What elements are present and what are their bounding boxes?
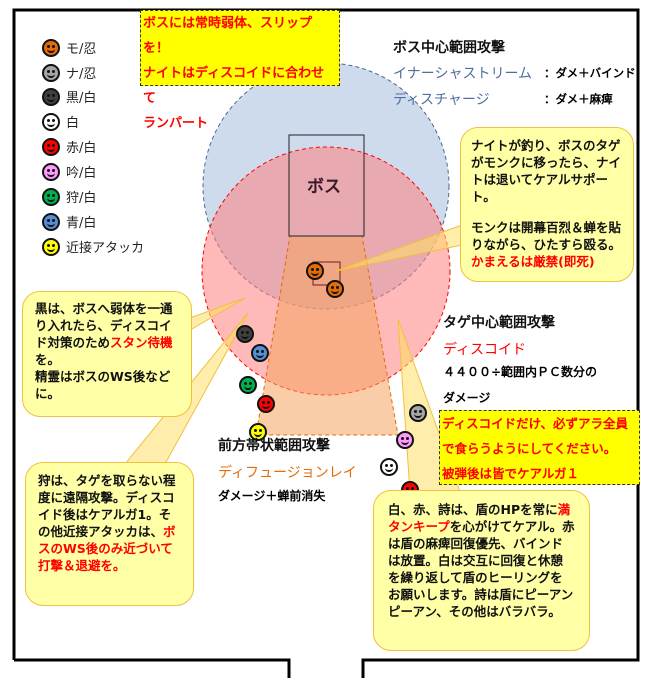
- legend-label: 狩/白: [66, 191, 97, 206]
- knight-token-icon: [409, 404, 427, 422]
- knight-face-icon: [42, 63, 60, 82]
- callout-text: 白、赤、詩は、盾のHPを常に: [388, 502, 558, 517]
- frame-border: [12, 8, 640, 678]
- boss-aoe-skill: イナーシャストリーム: [393, 66, 533, 82]
- callout-ranger: 狩は、タゲを取らない程度に遠隔攻撃。ディスコイド後はケアルガ1。その他近接アタッ…: [25, 462, 194, 606]
- legend-item: 近接アタッカ: [42, 237, 144, 256]
- legend-item: 黒/白: [42, 87, 96, 106]
- legend-item: 青/白: [42, 212, 96, 231]
- monk-face-icon: [42, 38, 60, 57]
- callout-highlight: スタン待機: [110, 335, 173, 350]
- callout-highlight: ボスのWS後のみ近づいて打撃＆退避を。: [38, 524, 176, 573]
- note-line: ディスコイドだけ、必ずアラ全員: [442, 416, 629, 431]
- boss-box: [288, 134, 365, 237]
- callout-text: を心がけてケアル。赤は盾の麻痺回復優先、バインドは放置。白は交互に回復と休憩を繰…: [388, 519, 575, 619]
- bard-face-icon: [42, 162, 60, 181]
- legend-item: 狩/白: [42, 187, 96, 206]
- legend-label: 赤/白: [66, 141, 97, 156]
- callout-text: 狩は、タゲを取らない程度に遠隔攻撃。ディスコイド後はケアルガ1。その他近接アタッ…: [38, 473, 176, 539]
- callout-text: 精霊はボスのWS後などに。: [35, 369, 171, 401]
- boss-aoe-skill: ディスチャージ: [393, 92, 490, 108]
- note-line: ボスには常時弱体、スリップを！: [143, 16, 313, 56]
- frontal-aoe-skill: ディフュージョンレイ: [218, 465, 357, 481]
- note-line: ナイトはディスコイドに合わせて: [143, 66, 325, 106]
- boss-aoe-title: ボス中心範囲攻撃: [393, 40, 505, 56]
- monk-token-icon: [306, 262, 324, 280]
- legend-label: ナ/忍: [66, 67, 97, 82]
- legend-item: 白: [42, 112, 79, 131]
- target-aoe-desc: ４４００÷範囲内ＰＣ数分の: [443, 365, 598, 379]
- callout-highlight: 満タンキープ: [388, 502, 571, 534]
- blue-mage-face-icon: [42, 212, 60, 231]
- target-aoe-desc: ダメージ: [443, 391, 491, 405]
- callout-black: 黒は、ボスへ弱体を一通り入れたら、ディスコイド対策のためスタン待機を。 精霊はボ…: [22, 291, 192, 417]
- black-mage-token-icon: [236, 325, 254, 343]
- legend-label: 青/白: [66, 216, 97, 231]
- legend-item: ナ/忍: [42, 63, 96, 82]
- target-aoe-title: タゲ中心範囲攻撃: [443, 315, 555, 331]
- top-note: ボスには常時弱体、スリップを！ ナイトはディスコイドに合わせて ランパート: [140, 10, 340, 131]
- note-line: で食らうようにしてください。: [442, 441, 617, 456]
- melee-red-token-icon: [257, 395, 275, 413]
- legend-label: 近接アタッカ: [66, 241, 145, 256]
- callout-knight: ナイトが釣り、ボスのタゲがモンクに移ったら、ナイトは退いてケアルサポート。 モン…: [460, 127, 634, 282]
- white-mage-token-icon: [380, 458, 398, 476]
- red-mage-face-icon: [42, 137, 60, 156]
- ranger-token-icon: [239, 376, 257, 394]
- melee-token-icon: [249, 423, 267, 441]
- black-mage-face-icon: [42, 87, 60, 106]
- legend-item: モ/忍: [42, 38, 96, 57]
- callout-warning: かまえるは厳禁(即死): [471, 254, 595, 269]
- callout-text: を。: [35, 352, 61, 367]
- boss-aoe-effect: ：ダメ＋麻痺: [544, 92, 613, 106]
- target-aoe-skill: ディスコイド: [443, 342, 527, 358]
- legend-item: 赤/白: [42, 137, 96, 156]
- boss-label: ボス: [307, 177, 341, 197]
- boss-aoe-effect: ：ダメ＋バインド: [544, 66, 636, 80]
- legend-label: 黒/白: [66, 91, 97, 106]
- note-line: 被弾後は皆でケアルガ１: [442, 466, 580, 481]
- legend-item: 吟/白: [42, 162, 96, 181]
- discoid-note: ディスコイドだけ、必ずアラ全員 で食らうようにしてください。 被弾後は皆でケアル…: [439, 410, 640, 485]
- frontal-aoe-title: 前方帯状範囲攻撃: [218, 438, 330, 454]
- ranger-face-icon: [42, 187, 60, 206]
- note-line: ランパート: [143, 116, 209, 131]
- legend-label: 白: [66, 116, 80, 131]
- legend-label: モ/忍: [66, 42, 97, 57]
- blue-mage-token-icon: [251, 344, 269, 362]
- white-mage-face-icon: [42, 112, 60, 131]
- bard-token-icon: [396, 431, 414, 449]
- frontal-aoe-effect: ダメージ＋蝉前消失: [218, 489, 326, 503]
- legend-label: 吟/白: [66, 166, 97, 181]
- callout-healers: 白、赤、詩は、盾のHPを常に満タンキープを心がけてケアル。赤は盾の麻痺回復優先、…: [373, 490, 590, 651]
- callout-text: 黒は、ボスへ弱体を一通り入れたら、ディスコイド対策のため: [35, 301, 173, 350]
- monk-token-icon: [326, 280, 344, 298]
- callout-text: ナイトが釣り、ボスのタゲがモンクに移ったら、ナイトは退いてケアルサポート。: [471, 138, 622, 204]
- callout-text: モンクは開幕百烈＆蝉を貼りながら、ひたすら殴る。: [471, 220, 622, 252]
- melee-face-icon: [42, 237, 60, 256]
